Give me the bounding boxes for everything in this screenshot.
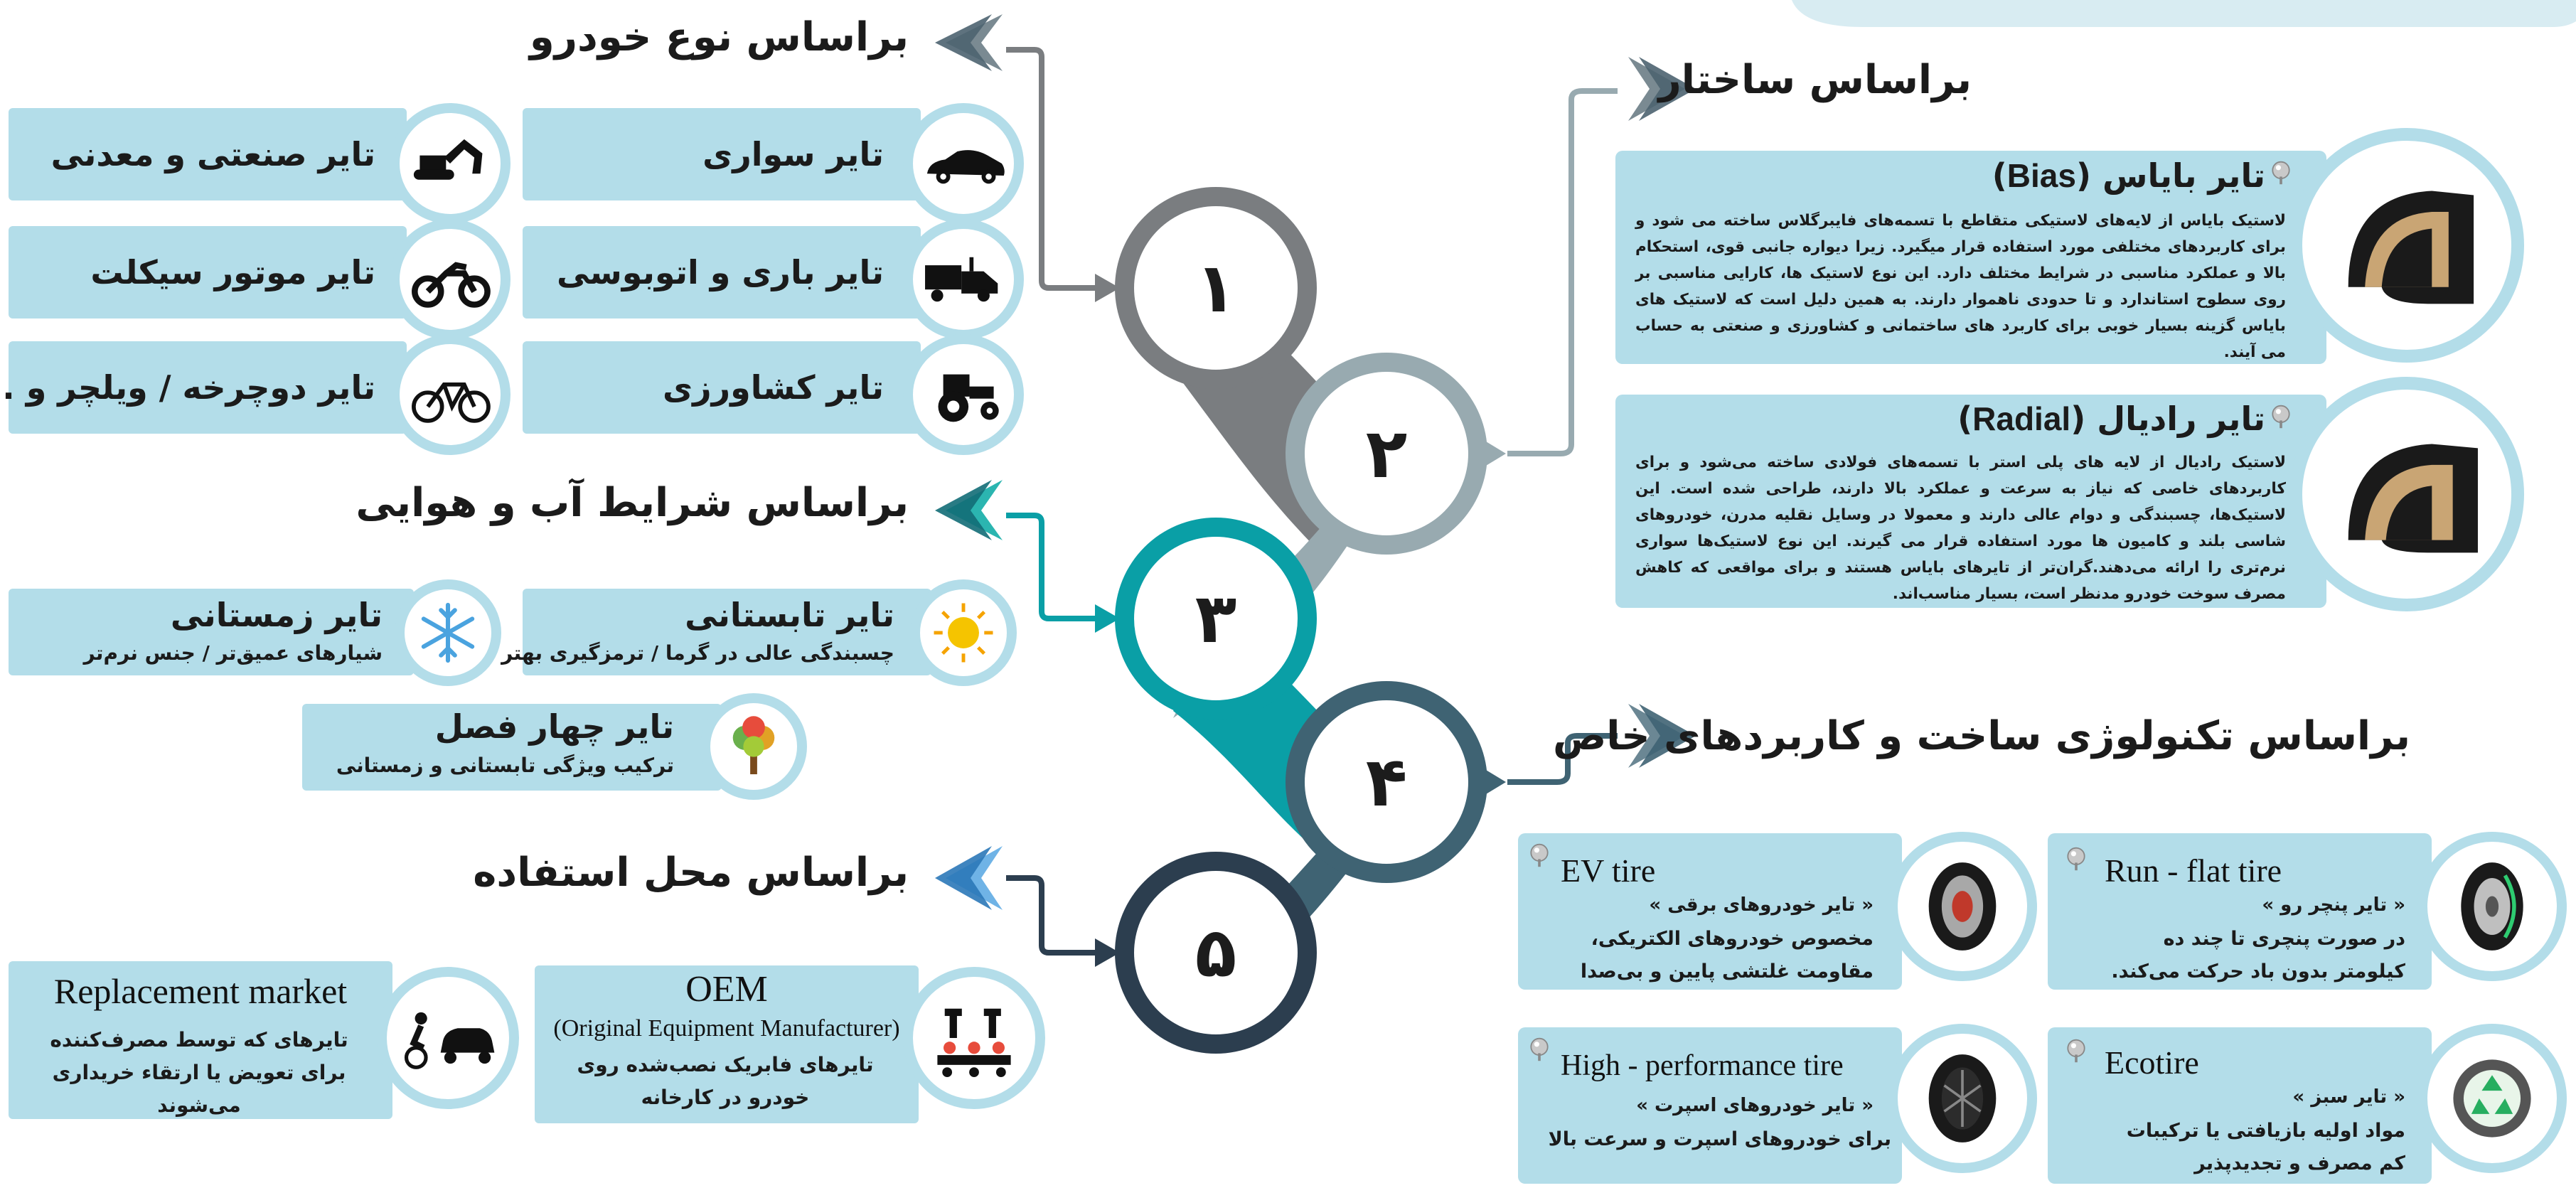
tire-icon [1888,1024,2037,1173]
ev-text: مخصوص خودروهای الکتریکی، مقاومت غلتشی پا… [1580,928,1874,983]
runflat-title: Run - flat tire [2105,852,2282,889]
vehicle-item-motorcycle [9,226,407,319]
radial-title: تایر رادیال (Radial) [1957,400,2265,438]
highperf-card [1518,1027,1902,1184]
vehicle-item-label: تایر صنعتی و معدنی [50,135,375,173]
highperf-sub: « تایر خودروهای اسپرت » [1636,1095,1874,1116]
bias-title: تایر بایاس (Bias) [1992,156,2265,195]
vehicle-item-label: تایر دوچرخه / ویلچر و ... [0,368,375,407]
wire-4 [1507,733,1618,785]
structure-header: براساس ساختار [1658,57,1972,103]
truck-icon [903,219,1024,340]
pin-icon [2272,161,2290,185]
tire-icon [1888,832,2037,981]
pin-icon [2067,1039,2085,1063]
vehicle-item-label: تایر موتور سیکلت [90,253,375,291]
tire-icon [2417,832,2567,981]
node-1: ۱ [1134,206,1298,370]
oem-title: OEM [685,969,768,1010]
vehicle-item-car [523,108,921,200]
eco-sub: « تایر سبز » [2292,1086,2405,1108]
highperf-text: برای خودروهای اسپرت و سرعت بالا [1548,1128,1891,1150]
allseason-title: تایر چهار فصل [434,707,674,746]
winter-title: تایر زمستانی [170,596,383,634]
winter-sub: شیارهای عمیق‌تر / جنس نرم‌تر [83,641,383,665]
recycle-icon [2417,1024,2567,1173]
wire-3 [1006,513,1099,621]
tire-icon [2289,377,2524,611]
pin-icon [1530,843,1549,867]
vehicle-item-tractor [523,341,921,434]
usage-header: براساس محل استفاده [473,850,909,896]
node-4: ۴ [1305,700,1468,864]
climate-winter [9,589,414,675]
eco-title: Ecotire [2105,1044,2199,1081]
motorcycle-icon [390,219,511,340]
node-2: ۲ [1305,372,1468,535]
chevron-icon-structure [1628,57,1696,121]
usage-replacement [9,961,392,1119]
snowflake-icon [395,579,501,686]
tire-icon [2289,128,2524,363]
ev-title: EV tire [1561,852,1656,889]
climate-summer [523,589,931,675]
vehicle-item-label: تایر سواری [702,135,884,173]
vehicle-item-bicycle [9,341,407,434]
wire-1 [1006,47,1099,291]
node-3: ۳ [1134,537,1298,700]
sun-icon [910,579,1017,686]
excavator-icon [390,103,511,224]
tech-header: براساس تکنولوژی ساخت و کاربردهای خاص [1552,713,2410,759]
oem-text: تایرهای فابریک نصب‌شده روی خودرو در کارخ… [577,1053,874,1109]
chevron-icon-vehicle [935,14,1003,71]
ev-card [1518,833,1902,990]
bias-card [1615,151,2326,364]
runflat-text: در صورت پنچری تا چند ده کیلومتر بدون باد… [2111,928,2405,983]
vehicle-header: براساس نوع خودرو [529,14,909,60]
runflat-card [2048,833,2432,990]
chevron-icon-usage [935,846,1003,910]
top-banner [1792,0,2576,27]
radial-card [1615,395,2326,608]
replacement-title: Replacement market [53,971,348,1011]
node-5: ۵ [1134,871,1298,1034]
pin-icon [1530,1037,1549,1061]
climate-allseason [302,704,722,791]
chevron-icon-climate [935,480,1003,540]
pin-icon [2067,847,2085,871]
eco-text: مواد اولیه بازیافتی یا ترکیبات کم مصرف و… [2126,1120,2405,1174]
vehicle-item-label: تایر کشاورزی [663,368,884,407]
chevron-icon-tech [1628,704,1696,768]
vehicle-item-label: تایر باری و اتوبوسی [556,253,884,291]
climate-header: براساس شرایط آب و هوایی [356,480,909,526]
wire-5 [1006,875,1099,956]
robot-arm-icon [903,967,1045,1109]
vehicle-item-industrial [9,108,407,200]
ev-sub: « تایر خودروهای برقی » [1649,894,1874,916]
bicycle-icon [390,334,511,455]
summer-title: تایر تابستانی [685,596,894,634]
radial-text: لاستیک رادیال از لایه های پلی استر با تس… [1635,454,2286,603]
runflat-sub: « تایر پنچر رو » [2262,894,2405,916]
eco-card [2048,1027,2432,1184]
car-icon [903,103,1024,224]
vehicle-item-truck [523,226,921,319]
tractor-icon [903,334,1024,455]
oem-sub: (Original Equipment Manufacturer) [553,1015,900,1042]
usage-oem [535,965,919,1123]
highperf-title: High - performance tire [1561,1049,1844,1082]
pin-icon [2272,405,2290,429]
cyclist-car-icon [377,967,519,1109]
wire-2 [1507,88,1618,456]
replacement-text: تایرهای که توسط مصرف‌کننده برای تعویض یا… [50,1028,348,1117]
allseason-sub: ترکیب ویژگی تابستانی و زمستانی [336,754,674,777]
bias-text: لاستیک بایاس از لایه‌های لاستیکی متقاطع … [1635,212,2286,361]
summer-sub: چسبندگی عالی در گرما / ترمزگیری بهتر [501,641,894,665]
tree-icon [700,693,807,800]
